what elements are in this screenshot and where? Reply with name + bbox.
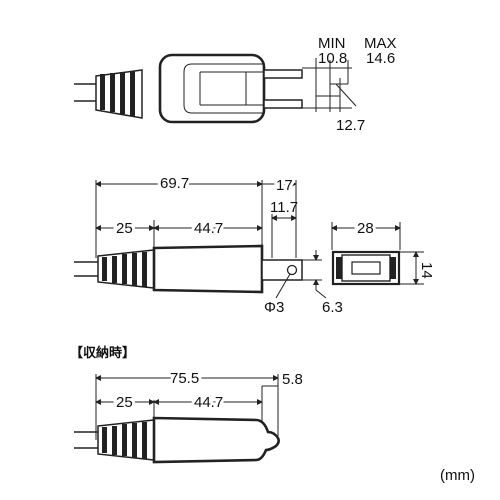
stored-plug-body	[152, 416, 280, 464]
body-length-value: 44.7	[194, 220, 223, 237]
top-view: MIN 10.8 MAX 14.6 12.7	[74, 35, 397, 134]
stored-view: 75.5 5.8 25 44.7	[74, 367, 303, 464]
folding-frame	[183, 63, 264, 114]
stored-sleeve-length-value: 25	[116, 394, 133, 411]
pin-spacing-value: 12.7	[336, 117, 365, 134]
stored-body-length-value: 44.7	[194, 394, 223, 411]
end-width-value: 28	[357, 220, 374, 237]
end-height-value: 14	[418, 262, 435, 279]
plug-pins	[263, 69, 303, 109]
pin-spacing-dimension	[302, 58, 357, 112]
stored-tip-length-value: 5.8	[282, 371, 303, 388]
strain-relief	[95, 69, 143, 119]
stored-heading: 【収納時】	[70, 345, 135, 361]
hole-diameter-value: Φ3	[264, 299, 284, 316]
side-view: 69.7 17 11.7 25 44.7 6.3	[74, 172, 343, 316]
plug-body	[158, 53, 266, 124]
unit-label: (mm)	[440, 467, 475, 484]
blade-inner-value: 11.7	[270, 199, 298, 216]
total-length-value: 69.7	[160, 175, 189, 192]
min-value: 10.8	[318, 50, 347, 67]
sleeve-length-value: 25	[116, 220, 133, 237]
blade-length-value: 17	[276, 177, 293, 194]
side-plug-body	[152, 244, 264, 294]
blade-width-value: 6.3	[322, 299, 343, 316]
max-label: MAX	[364, 35, 397, 52]
end-view: 28 14	[331, 217, 435, 286]
min-label: MIN	[318, 35, 346, 52]
cable	[74, 83, 98, 102]
max-value: 14.6	[366, 50, 395, 67]
stored-total-length-value: 75.5	[170, 370, 199, 387]
